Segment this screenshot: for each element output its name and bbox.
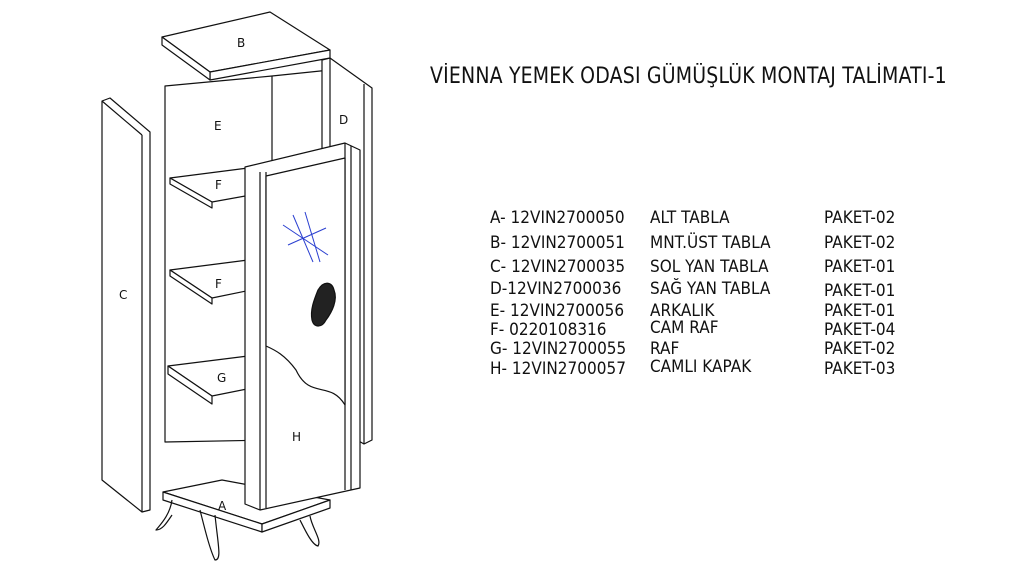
- label-a: A: [218, 499, 227, 513]
- part-name: CAMLI KAPAK: [650, 357, 752, 377]
- part-name: MNT.ÜST TABLA: [650, 233, 771, 253]
- label-h: H: [292, 430, 301, 444]
- part-code: G- 12VIN2700055: [490, 339, 627, 359]
- part-package: PAKET-01: [824, 301, 896, 321]
- part-code: D-12VIN2700036: [490, 279, 622, 299]
- part-package: PAKET-04: [824, 320, 896, 340]
- part-h-glass-door: [244, 142, 361, 511]
- part-code: A- 12VIN2700050: [490, 208, 625, 228]
- part-name: CAM RAF: [650, 318, 719, 338]
- label-d: D: [339, 113, 348, 127]
- label-e: E: [214, 119, 222, 133]
- part-code: F- 0220108316: [490, 320, 607, 340]
- part-package: PAKET-02: [824, 208, 896, 228]
- label-f2: F: [215, 277, 222, 291]
- part-name: RAF: [650, 339, 680, 359]
- part-package: PAKET-01: [824, 257, 896, 277]
- part-package: PAKET-01: [824, 281, 896, 301]
- part-c-left-side: [101, 97, 151, 513]
- label-f1: F: [215, 178, 222, 192]
- part-b-top-panel: [161, 11, 331, 81]
- part-code: C- 12VIN2700035: [490, 257, 626, 277]
- part-name: ALT TABLA: [650, 208, 730, 228]
- label-g: G: [217, 371, 226, 385]
- part-code: H- 12VIN2700057: [490, 359, 626, 379]
- label-c: C: [119, 288, 127, 302]
- part-name: SOL YAN TABLA: [650, 257, 769, 277]
- part-package: PAKET-03: [824, 359, 896, 379]
- part-name: ARKALIK: [650, 301, 715, 321]
- part-code: E- 12VIN2700056: [490, 301, 625, 321]
- part-package: PAKET-02: [824, 233, 896, 253]
- part-name: SAĞ YAN TABLA: [650, 279, 771, 299]
- glass-mark-icon: [282, 211, 329, 263]
- part-package: PAKET-02: [824, 339, 896, 359]
- part-code: B- 12VIN2700051: [490, 233, 625, 253]
- page-title: VİENNA YEMEK ODASI GÜMÜŞLÜK MONTAJ TALİM…: [430, 64, 947, 89]
- label-b: B: [237, 36, 245, 50]
